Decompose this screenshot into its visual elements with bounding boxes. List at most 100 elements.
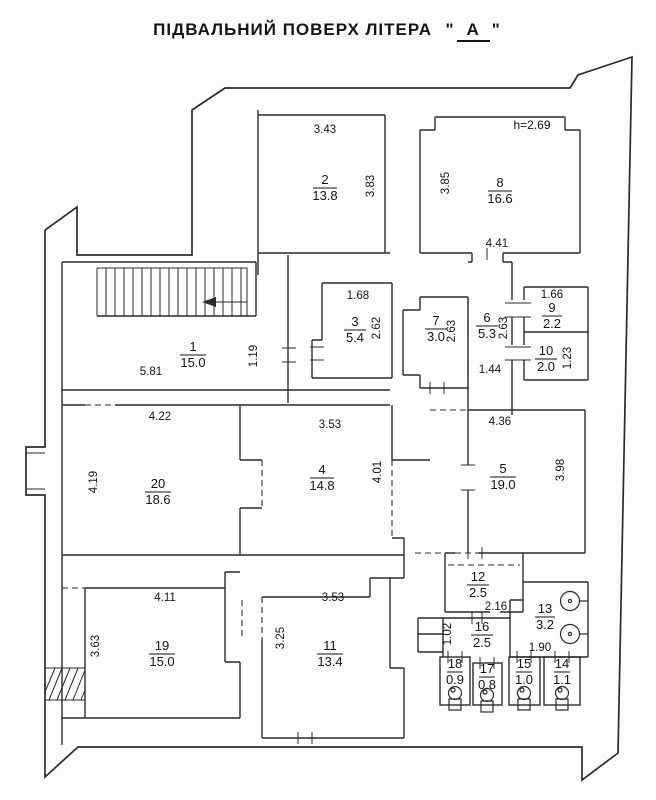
dashed-openings [62,300,520,640]
dim-13-width: 1.90 [529,642,551,654]
wc-stalls [439,656,581,713]
staircase [96,267,248,316]
room-labels: 1 15.0 2 13.8 3 5.4 4 14.8 5 19.0 6 5.3 … [145,172,571,692]
dim-4-height: 4.01 [372,461,384,483]
dim-16-height: 1.02 [442,623,454,645]
room-17-area: 0.8 [478,677,496,692]
room-3-area: 5.4 [346,330,364,345]
fraction-lines [145,187,570,678]
room-16-number: 16 [475,619,489,634]
outer-wall [25,55,633,782]
room-5-number: 5 [499,461,506,476]
sink-dot [567,631,573,637]
dim-11-height: 3.25 [275,627,287,649]
dim-5-width: 4.36 [489,416,511,428]
room-10-area: 2.0 [537,359,555,374]
toilet-icon [554,685,570,711]
dim-10-height: 1.23 [562,347,574,369]
room-18-area: 0.9 [446,672,464,687]
dim-19-width: 4.11 [154,592,176,604]
toilet-icon [479,687,495,713]
ceiling-height-note: h=2.69 [513,118,550,132]
dim-20-width: 4.22 [149,411,171,423]
room-14-area: 1.1 [553,672,571,687]
room-2-area: 13.8 [312,188,337,203]
hatch-lines [44,667,86,701]
stall-17 [472,662,503,706]
room-1-area: 15.0 [180,355,205,370]
page-title: ПІДВАЛЬНИЙ ПОВЕРХ ЛІТЕРА "А" [0,20,656,42]
dim-3-width: 1.68 [347,290,369,302]
stall-18 [439,656,471,706]
dim-8-width: 4.41 [486,238,508,250]
room-11-number: 11 [323,638,337,653]
room-13-area: 3.2 [536,617,554,632]
room-9-area: 2.2 [543,316,561,331]
room-9-number: 9 [548,300,555,315]
dim-2-width: 3.43 [314,124,336,136]
room-17-number: 17 [480,661,494,676]
dim-11-width: 3.53 [322,592,344,604]
room-4-area: 14.8 [309,478,334,493]
room-15-number: 15 [517,656,531,671]
title-letter: А [456,20,490,42]
room-1-number: 1 [189,339,196,354]
dimension-labels-horizontal: 5.81 3.43 1.68 3.53 4.36 1.44 h=2.69 4.4… [140,118,563,654]
dim-12-width: 2.16 [485,601,507,613]
room-11-area: 13.4 [317,654,342,669]
exterior-steps-hatch [44,667,86,701]
room-7-area: 3.0 [427,329,445,344]
door-ticks [282,248,570,744]
room-19-area: 15.0 [149,654,174,669]
room-13-number: 13 [538,601,552,616]
toilet-icon [447,685,463,711]
sink-icon [559,623,581,645]
dim-1-width: 5.81 [140,366,162,378]
room-12-number: 12 [471,569,485,584]
sink-dot [567,598,573,604]
toilet-icon [516,685,532,711]
dim-20-height: 4.19 [88,471,100,493]
room-10-number: 10 [539,343,553,358]
dimension-labels-vertical: 1.19 3.83 2.62 4.01 3.98 2.63 2.63 3.85 … [88,172,574,657]
dim-8-height: 3.85 [440,172,452,194]
room-2-number: 2 [321,172,328,187]
dim-6-width: 1.44 [479,364,502,376]
title-quote-close: " [491,20,501,39]
room-6-area: 5.3 [478,326,496,341]
room-14-number: 14 [555,656,569,671]
stall-14 [543,656,581,706]
room-8-number: 8 [496,175,503,190]
dim-19-height: 3.63 [90,635,102,657]
stall-15 [508,656,541,706]
dim-7-height: 2.63 [446,320,458,342]
room-8-area: 16.6 [487,191,512,206]
room-16-area: 2.5 [473,635,491,650]
room-7-number: 7 [432,313,439,328]
title-quote-open: " [445,20,455,39]
dim-3-height: 2.62 [371,317,383,339]
stair-arrow-head [202,297,216,307]
dim-4-width: 3.53 [319,419,341,431]
room-18-number: 18 [448,656,462,671]
dim-9-width: 1.66 [541,289,563,301]
title-text: ПІДВАЛЬНИЙ ПОВЕРХ ЛІТЕРА [153,20,432,39]
room-15-area: 1.0 [515,672,533,687]
room-20-number: 20 [151,476,165,491]
room-3-number: 3 [351,314,358,329]
dim-5-height: 3.98 [555,459,567,481]
room-5-area: 19.0 [490,477,515,492]
room-12-area: 2.5 [469,585,487,600]
dim-1-height: 1.19 [248,345,260,367]
bay-window [26,452,45,490]
room-4-number: 4 [318,462,325,477]
dim-2-height: 3.83 [365,175,377,197]
room-20-area: 18.6 [145,492,170,507]
sink-icons [559,590,588,645]
sink-icon [559,590,581,612]
dim-6-height: 2.63 [498,317,510,339]
stair-treads [96,267,248,316]
room-19-number: 19 [155,638,169,653]
